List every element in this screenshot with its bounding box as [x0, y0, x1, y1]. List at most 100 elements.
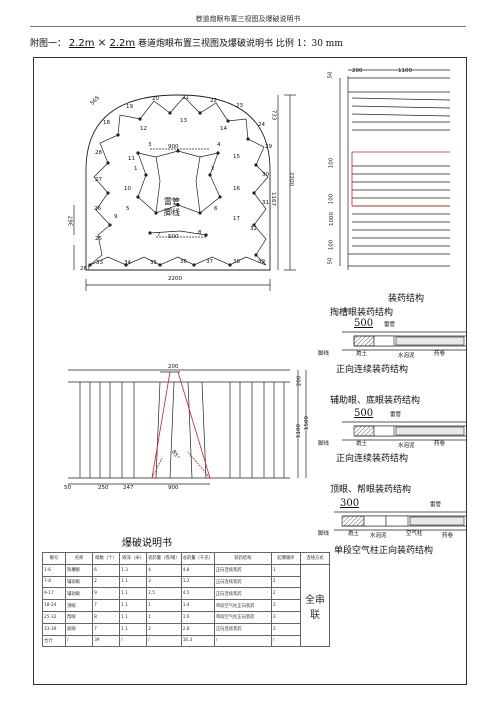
cement-note: 水泡泥: [398, 353, 415, 359]
cement-note: 水泡泥: [398, 443, 415, 449]
side-dim: 200: [352, 68, 363, 74]
table-cell: 7: [92, 622, 121, 636]
table-cell: 单段空气柱正向装药: [213, 610, 272, 624]
col-header: 连线方式: [299, 552, 331, 565]
table-cell: 6: [92, 563, 121, 577]
table-cell: /: [119, 634, 148, 648]
side-dim: 100: [328, 193, 335, 205]
table-cell: 33-39: [41, 622, 67, 636]
charge-diagram-2: [342, 421, 466, 441]
table-cell: 3: [270, 622, 301, 636]
hole-label: 2: [211, 166, 215, 172]
drawing-frame: [33, 57, 467, 685]
plan-dim: 900: [168, 485, 179, 491]
hole-label: 14: [220, 126, 227, 132]
table-cell: 1.1: [119, 575, 148, 589]
hole-label: 34: [124, 260, 131, 266]
air-note: 空气柱: [406, 531, 423, 537]
charging-heading: 装药结构: [388, 294, 425, 304]
table-cell: 7-8: [41, 575, 67, 589]
hole-label: 38: [233, 259, 240, 265]
table-cell: 1.4: [180, 599, 215, 612]
table-cell: 单段空气柱正向装药: [213, 599, 272, 612]
side-dim: 50: [327, 71, 334, 79]
charge-length: 500: [354, 408, 374, 419]
charge-caption: 正向连续装药结构: [336, 454, 409, 464]
table-cell: /: [65, 634, 94, 648]
col-header: 装药结构: [213, 552, 272, 565]
table-cell: 8: [92, 610, 121, 624]
table-cell: 1.3: [119, 563, 148, 577]
hole-label: 32: [250, 226, 257, 232]
hole-label: 4: [217, 142, 221, 148]
hole-label: 18: [103, 120, 110, 126]
side-dim: 1100: [398, 68, 412, 74]
charge-note: 药卷: [442, 533, 454, 539]
charge-note: 药卷: [434, 441, 446, 447]
charge-caption: 正向连续装药结构: [336, 365, 409, 375]
table-cell: 正向连续装药: [213, 587, 272, 601]
col-header: 眼号: [41, 552, 67, 565]
col-header: 眼数（个）: [92, 552, 121, 565]
plan-dim: 250: [98, 485, 109, 491]
charge-length: 500: [354, 318, 374, 329]
charge-section-title: 掏槽眼装药结构: [330, 308, 394, 318]
charge-length: 300: [340, 498, 360, 509]
hole-label: 8: [198, 230, 202, 236]
table-cell: 2: [270, 575, 301, 589]
table-cell: 帮眼: [65, 610, 94, 624]
table-cell: 1.2: [180, 575, 215, 589]
hole-label: 10: [124, 186, 131, 192]
side-dim: 50: [327, 257, 334, 265]
hole-label: 1: [134, 166, 138, 172]
clay-note: 炮土: [348, 531, 360, 537]
table-cell: 顶眼: [65, 599, 94, 612]
plan-dim: 50: [64, 485, 71, 491]
col-header: 装药量（卷/眼）: [146, 552, 182, 565]
side-dim: 100: [328, 239, 335, 251]
table-cell: /: [270, 634, 301, 648]
plan-dim: 200: [168, 364, 179, 370]
plan-dim: 200: [296, 375, 303, 387]
hole-label: 24: [258, 122, 265, 128]
title-times: ×: [97, 36, 107, 49]
table-cell: /: [213, 634, 272, 648]
hole-label: 23: [236, 103, 243, 109]
charge-caption: 单段空气柱正向装药结构: [334, 546, 434, 556]
hole-label: 22: [210, 98, 217, 104]
detonator-note: 雷管: [384, 322, 396, 328]
hole-label: 29: [265, 144, 272, 150]
hole-label: 11: [128, 156, 135, 162]
title-prefix: 附图一：: [30, 39, 67, 49]
dim-right-inner: 1167: [270, 192, 276, 206]
charge-note: 药卷: [434, 351, 446, 357]
table-cell: 1.1: [119, 610, 148, 624]
table-cell: 1: [146, 599, 182, 612]
hole-label: 5: [126, 206, 130, 212]
table-cell: 9: [92, 587, 121, 601]
plan-dim: 247: [123, 485, 134, 491]
detonator-note: 雷管: [390, 412, 402, 418]
dim-left-2: 367: [68, 215, 75, 227]
title-dim-b: 2.2m: [109, 38, 136, 49]
table-cell: 正向连续装药: [213, 622, 272, 636]
side-dim: 100: [328, 157, 335, 169]
table-cell: 1.1: [119, 622, 148, 636]
hole-label: 19: [126, 104, 133, 110]
plan-view-drawing: [68, 369, 307, 485]
hole-label: 21: [182, 95, 189, 101]
table-cell: 16.3: [180, 634, 215, 648]
hole-label: 26: [94, 206, 101, 212]
table-row: 7-8 辅助眼 2 1.1 3 1.2 正向连续装药 2: [41, 575, 330, 589]
hole-label: 36: [180, 259, 187, 265]
page-header: 巷道炮眼布置三视图及爆破说明书: [195, 15, 301, 23]
table-cell: 辅助眼: [65, 575, 94, 589]
table-cell: 2: [92, 575, 121, 589]
col-header: 眼深（米）: [119, 552, 148, 565]
dim-right-height: 2200: [288, 172, 294, 186]
hole-label: 39: [258, 259, 265, 265]
hole-label: 28: [95, 150, 102, 156]
header-rule: [30, 26, 466, 27]
table-cell: 25-32: [41, 610, 67, 624]
hole-label: 12: [140, 126, 147, 132]
